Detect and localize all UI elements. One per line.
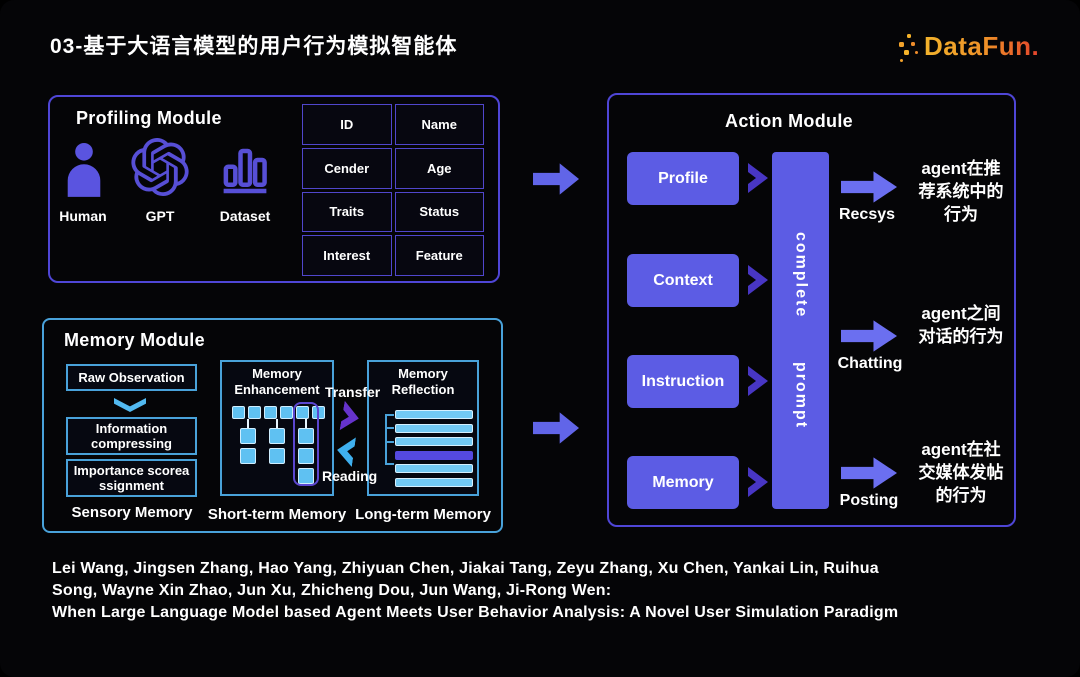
profiling-module-title: Profiling Module	[76, 108, 222, 128]
posting-description: agent在社 交媒体发帖 的行为	[918, 440, 1004, 505]
instruction-input-box: Instruction	[627, 355, 739, 408]
importance-score-box: Importance scorea ssignment	[66, 459, 197, 497]
context-input-box: Context	[627, 254, 739, 307]
reading-label: Reading	[322, 468, 378, 484]
information-compressing-box: Information compressing	[66, 417, 197, 455]
down-arrow-icon	[114, 398, 146, 412]
chatting-arrow-icon	[841, 320, 897, 352]
table-cell: Name	[394, 104, 484, 145]
posting-arrow-icon	[841, 457, 897, 489]
prompt-word: complete	[792, 231, 810, 319]
table-cell: Feature	[394, 235, 484, 276]
table-cell: Interest	[302, 235, 392, 276]
chevron-right-icon	[748, 163, 768, 193]
chevron-right-icon	[748, 467, 768, 497]
short-term-memory-label: Short-term Memory	[207, 506, 347, 523]
long-term-memory-label: Long-term Memory	[355, 506, 491, 523]
memory-to-action-arrow-icon	[533, 412, 579, 444]
memory-module-title: Memory Module	[64, 330, 205, 350]
memory-input-box: Memory	[627, 456, 739, 509]
action-module-title: Action Module	[725, 111, 853, 131]
chatting-description: agent之间 对话的行为	[918, 304, 1004, 346]
table-cell: ID	[302, 104, 392, 145]
citation-line: Lei Wang, Jingsen Zhang, Hao Yang, Zhiyu…	[52, 560, 879, 577]
transfer-label: Transfer	[325, 384, 381, 400]
recsys-arrow-icon	[841, 171, 897, 203]
transfer-arrow-icon	[340, 401, 362, 433]
posting-label: Posting	[839, 492, 899, 509]
profiling-to-action-arrow-icon	[533, 163, 579, 195]
table-cell: Age	[394, 147, 484, 189]
prompt-word: prompt	[792, 362, 810, 430]
recsys-label: Recsys	[838, 206, 896, 223]
table-cell: Traits	[302, 191, 392, 233]
action-module: Action Module Profile Context Instructio…	[607, 93, 1016, 527]
citation-line: When Large Language Model based Agent Me…	[52, 604, 899, 621]
chevron-right-icon	[748, 366, 768, 396]
table-cell: Status	[394, 191, 484, 233]
datafun-logo-dots-icon	[898, 34, 924, 68]
memory-module: Memory Module Raw Observation Informatio…	[42, 318, 503, 533]
datafun-logo: DataFun.	[898, 30, 1048, 72]
sensory-memory-label: Sensory Memory	[71, 504, 193, 521]
long-term-memory-box: Memory Reflection	[367, 360, 479, 496]
gpt-icon	[131, 138, 189, 197]
human-icon	[67, 142, 101, 197]
gpt-label: GPT	[145, 208, 175, 224]
memory-enhancement-title: Memory Enhancement	[234, 366, 320, 397]
dataset-label: Dataset	[219, 208, 271, 224]
recsys-description: agent在推 荐系统中的 行为	[918, 159, 1004, 224]
short-term-memory-box: Memory Enhancement	[220, 360, 334, 496]
memory-reflection-title: Memory Reflection	[391, 366, 455, 397]
profile-attribute-table: ID Name Cender Age Traits Status Interes…	[302, 104, 484, 276]
dataset-icon	[223, 148, 267, 194]
chevron-right-icon	[748, 265, 768, 295]
profile-input-box: Profile	[627, 152, 739, 205]
chatting-label: Chatting	[837, 355, 903, 372]
reading-arrow-icon	[335, 435, 356, 467]
complete-prompt-bar: complete prompt	[772, 152, 829, 509]
paper-citation: Lei Wang, Jingsen Zhang, Hao Yang, Zhiyu…	[52, 558, 1037, 624]
raw-observation-box: Raw Observation	[66, 364, 197, 391]
citation-line: Song, Wayne Xin Zhao, Jun Xu, Zhicheng D…	[52, 582, 612, 599]
table-cell: Cender	[302, 147, 392, 189]
human-label: Human	[59, 208, 107, 224]
page-title: 03-基于大语言模型的用户行为模拟智能体	[50, 35, 458, 58]
memory-enhancement-diagram	[222, 362, 332, 494]
profiling-module: Profiling Module Human GPT Dataset ID Na…	[48, 95, 500, 283]
datafun-logo-text: DataFun.	[924, 31, 1040, 61]
